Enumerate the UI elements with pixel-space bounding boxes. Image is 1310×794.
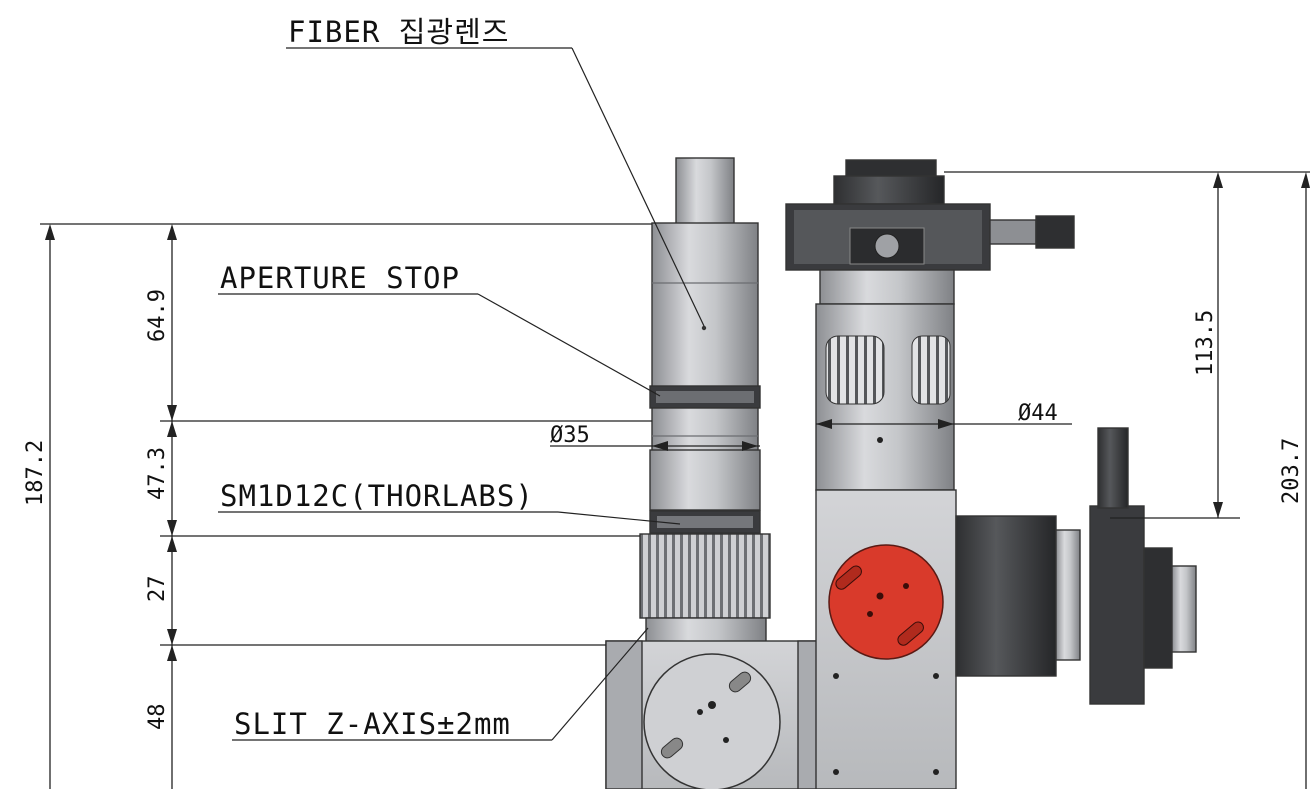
slit-block bbox=[605, 640, 821, 791]
dim-seg-4: 48 bbox=[145, 704, 170, 731]
camera-assembly bbox=[785, 159, 1197, 790]
fiber-lens-label: FIBER 집광렌즈 bbox=[288, 15, 509, 49]
sm1d12c-label: SM1D12C(THORLABS) bbox=[220, 479, 534, 513]
callout-leaders bbox=[218, 47, 705, 741]
dimension-lines bbox=[40, 171, 1310, 789]
fiber-lens-assembly bbox=[639, 157, 771, 647]
dim-seg-1: 64.9 bbox=[145, 289, 170, 342]
aperture-stop-label: APERTURE STOP bbox=[220, 261, 460, 295]
dim-overall-right: 203.7 bbox=[1279, 438, 1304, 504]
slit-z-axis-label: SLIT Z-AXIS±2mm bbox=[234, 707, 511, 741]
dim-overall-left: 187.2 bbox=[23, 440, 48, 506]
dim-seg-3: 27 bbox=[145, 576, 170, 603]
dim-upper-right: 113.5 bbox=[1193, 310, 1218, 376]
dim-seg-2: 47.3 bbox=[145, 447, 170, 500]
dim-diameter-35: Ø35 bbox=[550, 423, 590, 448]
dim-diameter-44: Ø44 bbox=[1018, 401, 1058, 426]
